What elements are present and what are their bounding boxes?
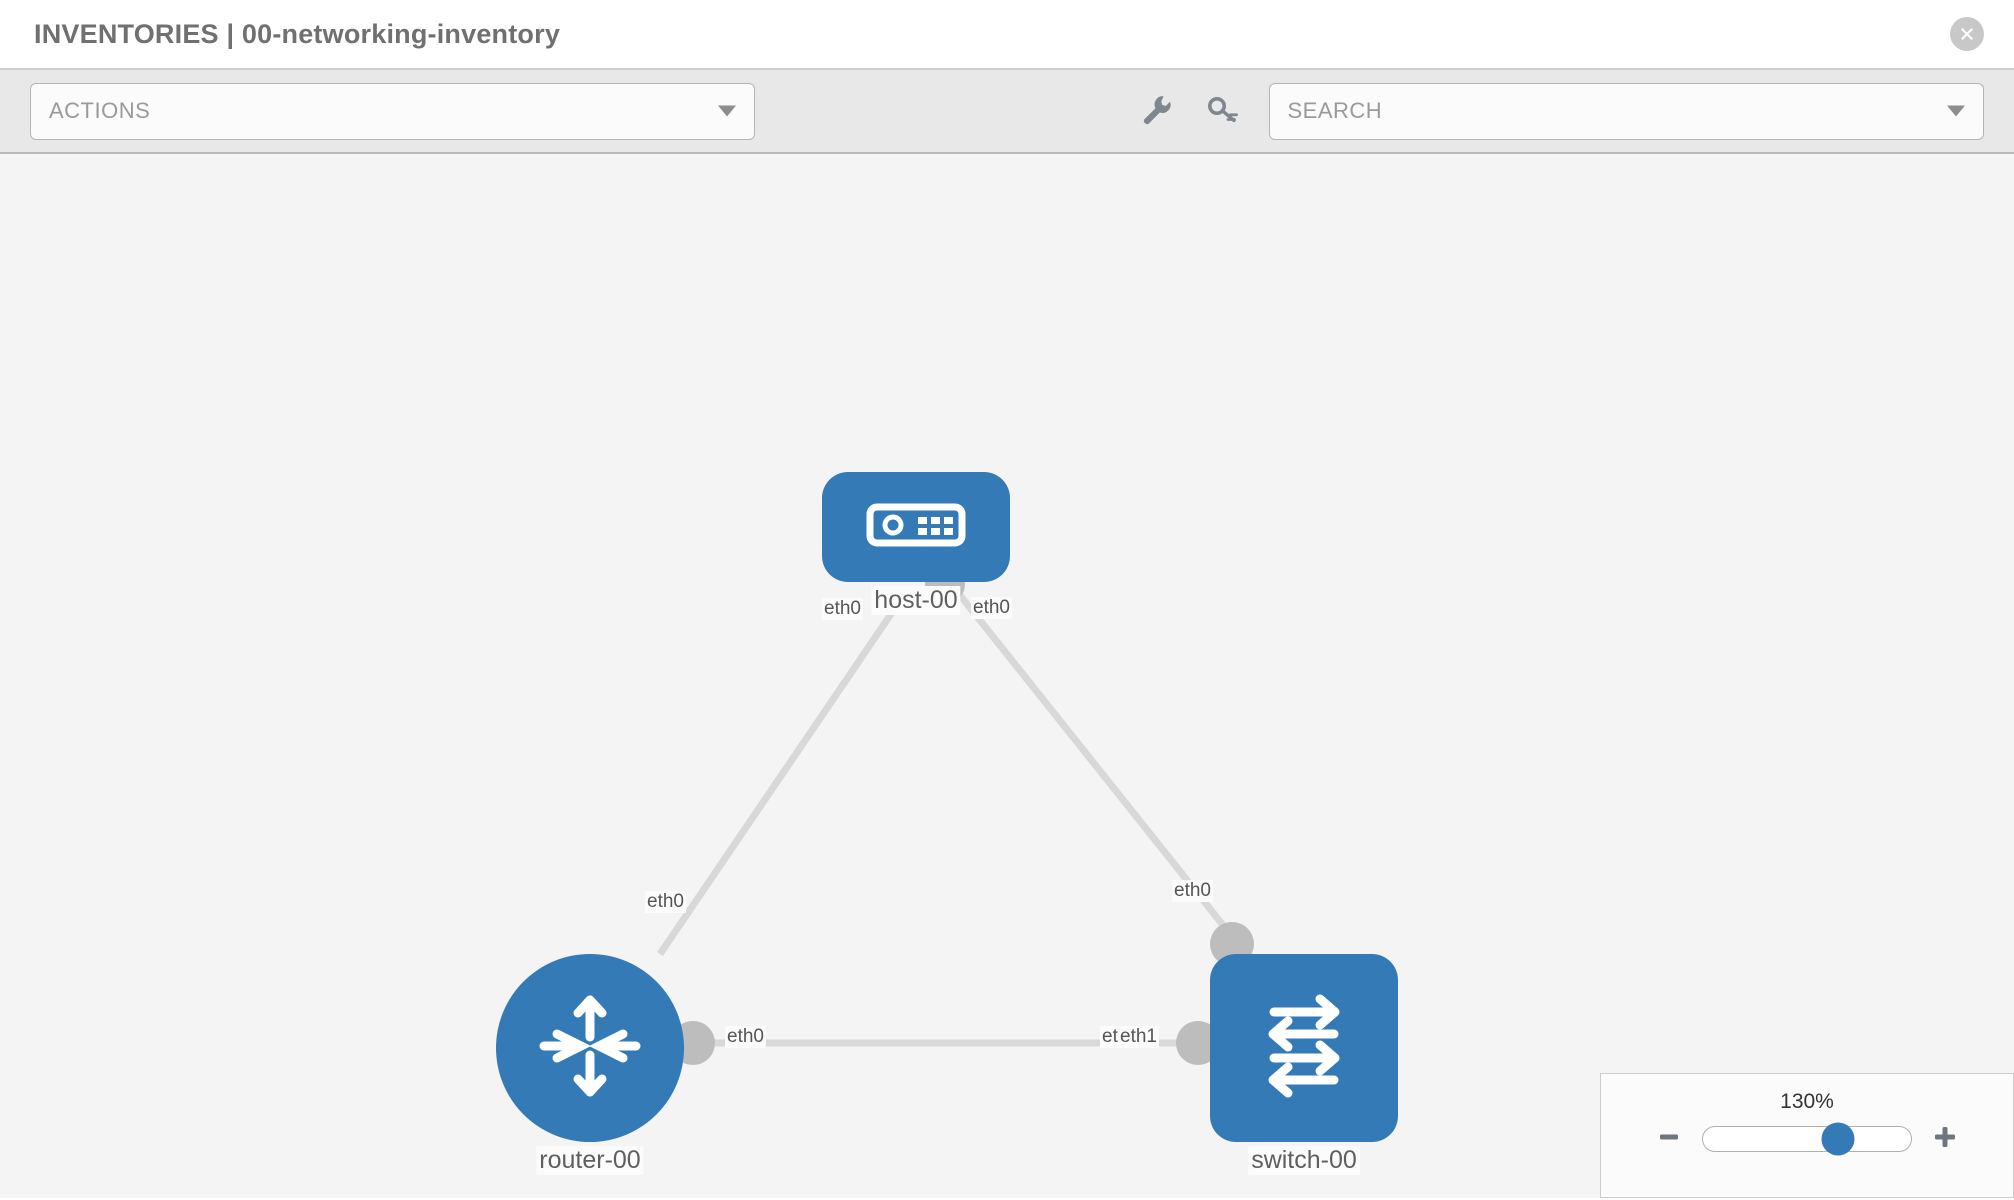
- chevron-down-icon: [717, 105, 736, 117]
- node-label-router-00: router-00: [536, 1146, 644, 1175]
- zoom-out-button[interactable]: [1654, 1124, 1684, 1154]
- actions-dropdown[interactable]: ACTIONS: [30, 82, 755, 140]
- topology-graph: [657, 564, 1254, 1065]
- edge-label: eth0: [645, 891, 686, 913]
- zoom-in-button[interactable]: [1930, 1124, 1960, 1154]
- edge-label: eth1: [1118, 1026, 1159, 1048]
- zoom-control-panel: 130%: [1600, 1073, 2014, 1198]
- zoom-control-row: [1601, 1122, 2013, 1156]
- wrench-icon: [1139, 92, 1173, 131]
- close-icon: [1957, 24, 1977, 44]
- node-host-00[interactable]: host-00: [822, 472, 1010, 615]
- zoom-slider-thumb[interactable]: [1821, 1122, 1855, 1156]
- edge-label: eth0: [1172, 880, 1213, 902]
- actions-dropdown-label: ACTIONS: [49, 98, 151, 123]
- edge-router-host[interactable]: [657, 587, 911, 956]
- search-input[interactable]: SEARCH: [1287, 98, 1383, 123]
- chevron-down-icon[interactable]: [1947, 105, 1965, 117]
- connector-nub[interactable]: [1176, 1021, 1220, 1065]
- node-router-00[interactable]: router-00: [496, 954, 684, 1175]
- minus-icon: [1657, 1125, 1681, 1154]
- toolbar: ACTIONS SEARCH: [0, 68, 2014, 154]
- router-icon: [534, 990, 646, 1107]
- zoom-level-value: 130%: [1780, 1090, 1834, 1113]
- edge-label: eth0: [822, 598, 863, 620]
- switch-icon: [1246, 988, 1362, 1109]
- page-header: INVENTORIES | 00-networking-inventory: [0, 0, 2014, 68]
- toolbar-icon-group: [1135, 90, 1243, 132]
- node-label-host-00: host-00: [871, 586, 961, 615]
- key-icon: [1205, 92, 1239, 131]
- key-button[interactable]: [1201, 90, 1243, 132]
- topology-canvas[interactable]: host-00 router-00: [0, 154, 2014, 1198]
- node-switch-00[interactable]: switch-00: [1210, 954, 1398, 1175]
- edge-label: eth0: [725, 1026, 766, 1048]
- node-label-switch-00: switch-00: [1248, 1146, 1360, 1175]
- zoom-slider[interactable]: [1702, 1122, 1912, 1156]
- search-input-wrapper[interactable]: SEARCH: [1268, 82, 1984, 140]
- page-title: INVENTORIES | 00-networking-inventory: [34, 18, 561, 49]
- close-button[interactable]: [1950, 17, 1984, 51]
- wrench-button[interactable]: [1135, 90, 1177, 132]
- server-icon: [866, 499, 966, 556]
- plus-icon: [1932, 1124, 1958, 1155]
- edge-label: eth0: [971, 597, 1012, 619]
